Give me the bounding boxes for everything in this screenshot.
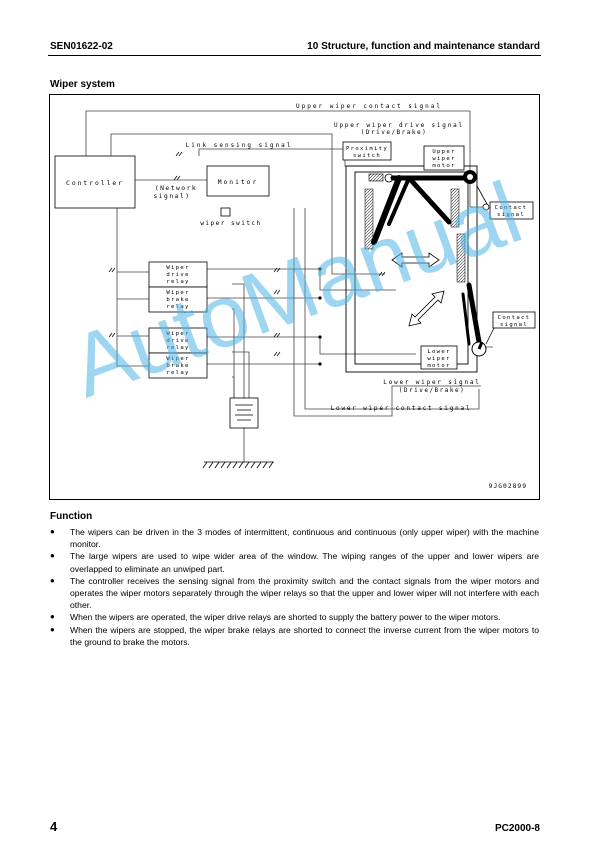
wiper-drive-relay-upper: Wiper drive relay: [148, 261, 208, 288]
list-item: ●The wipers can be driven in the 3 modes…: [50, 527, 539, 550]
bullet-icon: ●: [50, 624, 55, 634]
svg-text:relay: relay: [166, 279, 189, 285]
svg-text:Wiper: Wiper: [166, 331, 189, 337]
svg-text:drive: drive: [166, 272, 189, 278]
svg-text:switch: switch: [353, 153, 381, 159]
wiper-brake-relay-upper: Wiper brake relay: [148, 286, 208, 313]
doc-code: SEN01622-02: [50, 41, 113, 52]
svg-text:drive: drive: [166, 338, 189, 344]
lower-wiper-motor-box: [420, 345, 458, 370]
section-title: Wiper system: [50, 79, 115, 90]
wiper-switch-label: wiper switch: [200, 220, 261, 227]
svg-text:Contact: Contact: [498, 315, 531, 321]
svg-text:motor: motor: [427, 363, 450, 369]
contact-signal-box-upper: [489, 201, 534, 220]
proximity-switch-box: [342, 141, 392, 161]
diagram-frame: [49, 94, 540, 500]
contact-signal-box-lower: [492, 311, 536, 329]
svg-text:relay: relay: [166, 370, 189, 376]
svg-text:signal: signal: [497, 212, 525, 218]
svg-text:brake: brake: [166, 363, 189, 369]
ground-icon: [202, 461, 274, 469]
svg-text:relay: relay: [166, 304, 189, 310]
svg-text:signal: signal: [500, 322, 528, 328]
svg-text:relay: relay: [166, 345, 189, 351]
svg-text:Proximity: Proximity: [346, 146, 388, 152]
svg-text:Lower: Lower: [427, 349, 450, 355]
figure-id: 9JG02899: [489, 483, 527, 490]
chapter-title: 10 Structure, function and maintenance s…: [307, 41, 540, 52]
lower-contact-signal-label: Lower wiper contact signal: [331, 405, 472, 412]
svg-text:wiper: wiper: [432, 156, 455, 162]
upper-wiper-motor-box: [423, 145, 465, 171]
upper-wiper-arm: [371, 175, 472, 245]
list-item: ●The large wipers are used to wipe wider…: [50, 551, 539, 574]
bullet-icon: ●: [50, 575, 55, 585]
bullet-icon: ●: [50, 551, 55, 561]
svg-text:(Drive/Brake): (Drive/Brake): [361, 129, 427, 136]
svg-text:Wiper: Wiper: [166, 265, 189, 271]
header-rule: [48, 55, 541, 56]
svg-text:Wiper: Wiper: [166, 290, 189, 296]
page-number: 4: [50, 819, 58, 834]
bullet-icon: ●: [50, 612, 55, 622]
network-signal-label: (Network: [155, 185, 197, 192]
wiper-system-diagram: Controller (Network signal) Monitor wipe…: [49, 94, 540, 500]
link-sensing-label: Link sensing signal: [186, 142, 293, 149]
battery-icon: [229, 397, 259, 429]
list-item: ●The controller receives the sensing sig…: [50, 575, 539, 611]
svg-text:(Drive/Brake): (Drive/Brake): [399, 387, 465, 394]
svg-text:motor: motor: [432, 163, 455, 169]
horizontal-arrow-icon: [391, 252, 440, 268]
list-item: ●When the wipers are operated, the wiper…: [50, 612, 501, 623]
upper-drive-signal-label: Upper wiper drive signal: [334, 122, 464, 129]
window-frame: [345, 165, 478, 373]
svg-text:wiper: wiper: [427, 356, 450, 362]
wiper-switch-icon: [220, 207, 231, 217]
svg-text:Upper: Upper: [432, 149, 455, 155]
controller-box: [54, 155, 136, 209]
wiper-brake-relay-lower: Wiper brake relay: [148, 352, 208, 379]
model-name: PC2000-8: [494, 823, 540, 834]
svg-text:Wiper: Wiper: [166, 356, 189, 362]
upper-contact-signal-label: Upper wiper contact signal: [296, 103, 442, 110]
lower-drive-signal-label: Lower wiper signal: [383, 379, 480, 386]
monitor-box: [206, 165, 270, 197]
wiper-drive-relay-lower: Wiper drive relay: [148, 327, 208, 354]
function-list: ●The wipers can be driven in the 3 modes…: [50, 526, 539, 648]
function-heading: Function: [50, 511, 93, 522]
monitor-label: Monitor: [218, 179, 259, 186]
svg-text:Contact: Contact: [495, 205, 528, 211]
svg-text:signal): signal): [153, 193, 190, 200]
list-item: ●When the wipers are stopped, the wiper …: [50, 624, 539, 647]
svg-text:brake: brake: [166, 297, 189, 303]
bullet-icon: ●: [50, 527, 55, 536]
lower-wiper-arm: [461, 282, 482, 346]
diagonal-arrow-icon: [408, 290, 445, 327]
controller-label: Controller: [66, 180, 124, 187]
